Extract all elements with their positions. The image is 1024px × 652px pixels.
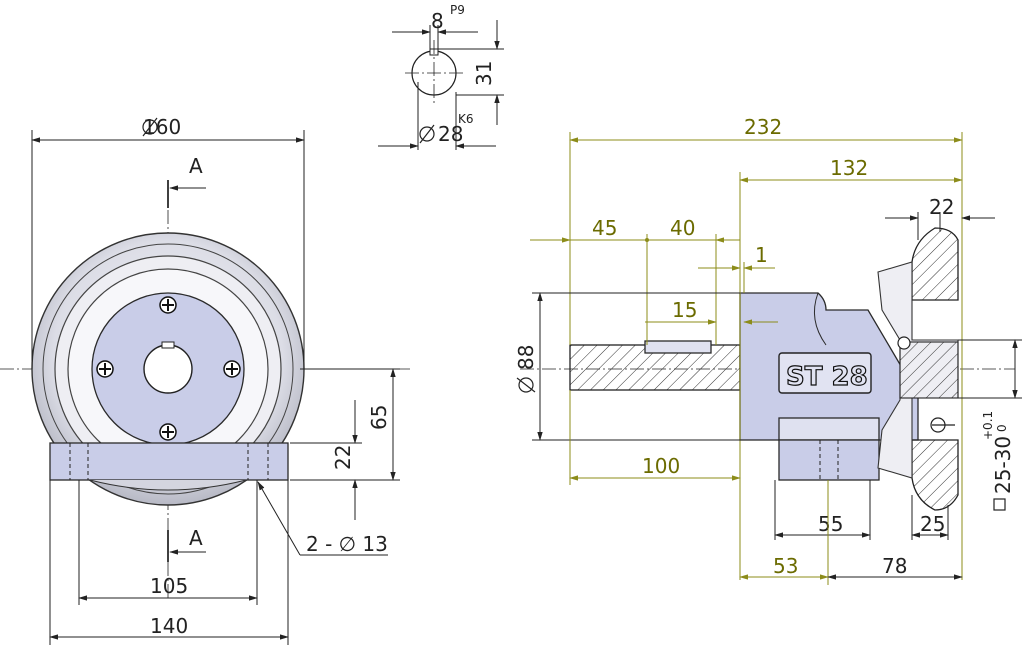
bore — [143, 344, 193, 394]
chuck-core — [899, 341, 959, 399]
key-diameter: 28 — [438, 122, 463, 146]
key-width: 8 — [431, 9, 444, 33]
tol-lower: 0 — [995, 424, 1009, 432]
left-view: 160 A A 65 22 2 - ∅ 13 105 — [0, 115, 410, 645]
right-view: ST 28 232 132 22 45 — [514, 115, 1022, 585]
dim-40: 40 — [670, 216, 695, 240]
dim-78: 78 — [882, 554, 907, 578]
base-block — [778, 439, 880, 481]
diameter-icon — [516, 377, 536, 393]
model-label: ST 28 — [786, 362, 868, 392]
dim-dia-88: 88 — [514, 345, 538, 370]
key-height: 31 — [472, 61, 496, 86]
wheel-top-section — [911, 227, 959, 301]
key-detail: 8 P9 31 28 K6 — [378, 3, 504, 150]
dim-132: 132 — [830, 156, 868, 180]
dim-140: 140 — [150, 614, 188, 638]
screw-icon — [96, 296, 241, 441]
dim-65: 65 — [367, 405, 391, 430]
key — [644, 340, 712, 354]
section-label-bottom: A — [189, 526, 203, 550]
key-diameter-tol: K6 — [458, 112, 474, 126]
label-plate — [778, 352, 872, 394]
dim-53: 53 — [773, 554, 798, 578]
dim-1: 1 — [755, 243, 768, 267]
dim-100: 100 — [642, 454, 680, 478]
dim-15: 15 — [672, 298, 697, 322]
square-icon — [993, 498, 1006, 511]
diameter-icon — [142, 117, 158, 137]
dim-holes: 2 - ∅ 13 — [306, 532, 388, 556]
keyway — [161, 341, 175, 349]
dim-55: 55 — [818, 512, 843, 536]
dim-22-right: 22 — [929, 195, 954, 219]
ball — [897, 336, 911, 350]
diameter-icon — [419, 124, 435, 144]
tol-upper: +0.1 — [981, 411, 995, 440]
dim-range: 25-30 — [991, 436, 1015, 494]
dim-diameter-160: 160 — [143, 115, 181, 139]
key-width-tol: P9 — [450, 3, 465, 17]
wheel-bottom — [89, 479, 247, 491]
wheel-bottom-section — [911, 439, 959, 511]
section-label-top: A — [189, 154, 203, 178]
base-plate — [49, 442, 289, 481]
dim-105: 105 — [150, 574, 188, 598]
dim-45: 45 — [592, 216, 617, 240]
dim-232: 232 — [744, 115, 782, 139]
dim-22: 22 — [331, 445, 355, 470]
wheel-ring — [42, 243, 294, 495]
dim-25: 25 — [920, 512, 945, 536]
